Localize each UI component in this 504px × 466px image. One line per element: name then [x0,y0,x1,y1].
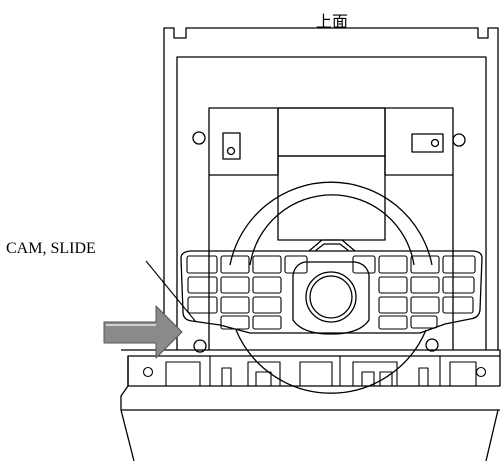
cam-slide-plate [181,251,482,333]
spindle-inner [310,276,352,318]
bracket-right-screw [432,140,439,147]
top-label: 上面 [316,12,349,31]
front-bezel-lower [121,386,500,410]
panel-hole-left [193,132,205,144]
cam-top-tab-inner [315,244,349,251]
cam-slide-label: CAM, SLIDE [6,240,96,257]
cam-boss [293,262,369,334]
panel-hole-bottom-left [194,340,206,352]
turntable-ring-inner [250,195,414,265]
bracket-right [412,134,443,152]
turntable-ring-lower [236,330,426,393]
spindle-outer [306,272,356,322]
turntable-ring [230,182,432,265]
bracket-left-screw [228,148,235,155]
front-bezel [128,356,500,386]
front-skirt-left [121,410,134,461]
outer-tray-frame [164,28,498,350]
cam-slide-leader [146,261,196,322]
bezel-details [144,356,486,386]
pickup-body [278,156,385,240]
push-arrow [104,306,182,358]
cam-top-tab [309,240,355,251]
upper-subplate [209,108,453,175]
inner-panel [177,57,486,350]
front-skirt-right [486,410,498,461]
chassis-plate [209,108,453,350]
panel-hole-right [453,134,465,146]
front-bezel-top [121,350,500,356]
bracket-left [223,133,240,159]
pickup-block [278,108,385,156]
cam-slide-grid [187,256,475,329]
panel-hole-bottom-right [426,339,438,351]
